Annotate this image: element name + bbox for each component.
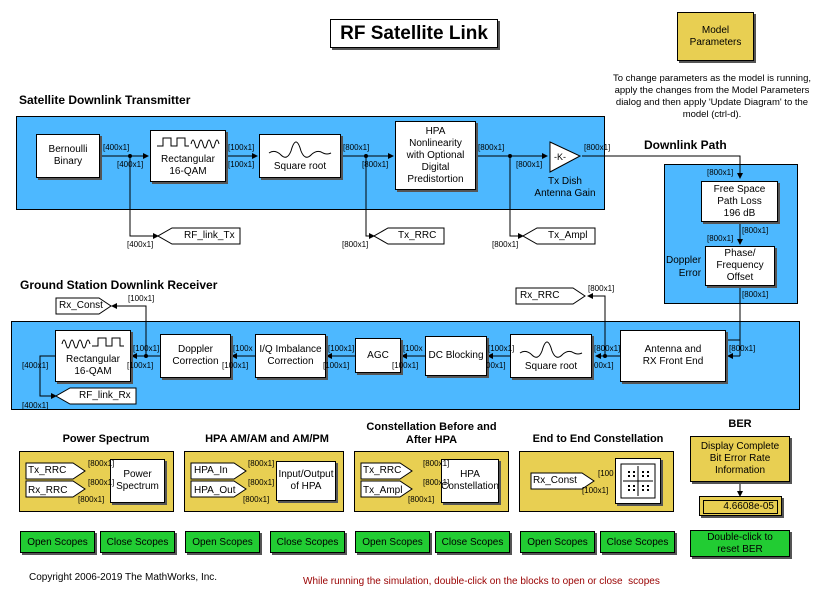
rrc-pulse-icon	[268, 141, 332, 158]
const-open-scopes-button[interactable]: Open Scopes	[355, 531, 430, 553]
ber-header: BER	[728, 418, 752, 430]
qam-demodulator-block[interactable]: Rectangular 16-QAM	[55, 330, 131, 382]
tx-header: Satellite Downlink Transmitter	[19, 93, 191, 107]
hpa-io-scope-block[interactable]: Input/Output of HPA	[276, 461, 336, 501]
from-tx-ampl: Tx_Ampl	[363, 485, 403, 496]
qam-modulator-block[interactable]: Rectangular 16-QAM	[150, 130, 226, 182]
hpa-constellation-header: Constellation Before and After HPA	[366, 421, 497, 446]
goto-tx-rrc[interactable]	[374, 227, 446, 245]
const-close-scopes-button[interactable]: Close Scopes	[435, 531, 510, 553]
free-space-path-loss-block[interactable]: Free Space Path Loss 196 dB	[701, 181, 778, 222]
rx-square-root-block[interactable]: Square root	[510, 334, 592, 378]
goto-tx-ampl[interactable]	[523, 227, 597, 245]
goto-rf-link-rx[interactable]	[56, 387, 138, 405]
constellation-icon	[620, 463, 656, 499]
from-hpa-out: HPA_Out	[194, 485, 236, 496]
downlink-header: Downlink Path	[644, 138, 727, 152]
phase-frequency-offset-block[interactable]: Phase/ Frequency Offset	[705, 246, 775, 286]
goto-rx-rrc[interactable]	[515, 287, 587, 305]
power-open-scopes-button[interactable]: Open Scopes	[20, 531, 95, 553]
doppler-correction-block[interactable]: Doppler Correction	[160, 334, 231, 378]
power-close-scopes-button[interactable]: Close Scopes	[100, 531, 175, 553]
demod-waveform-icon	[61, 337, 124, 349]
from-hpa-in: HPA_In	[194, 465, 228, 476]
from-tx-rrc-2: Tx_RRC	[363, 465, 402, 476]
from-tx-rrc: Tx_RRC	[28, 465, 67, 476]
ber-value: 4.6608e-05	[703, 500, 778, 514]
bernoulli-binary-block[interactable]: Bernoulli Binary	[36, 134, 100, 178]
hpa-amam-header: HPA AM/AM and AM/PM	[205, 433, 329, 445]
rx-rrc-pulse-icon	[519, 341, 583, 358]
tx-gain-block[interactable]: -K-	[548, 140, 584, 174]
iq-imbalance-correction-block[interactable]: I/Q Imbalance Correction	[255, 334, 326, 378]
rx-header: Ground Station Downlink Receiver	[20, 278, 218, 292]
from-rx-rrc: Rx_RRC	[28, 485, 68, 496]
copyright: Copyright 2006-2019 The MathWorks, Inc.	[29, 572, 218, 583]
constellation-scope-block[interactable]	[615, 458, 661, 504]
tx-gain-label: Tx Dish Antenna Gain	[534, 176, 596, 199]
ber-display-block[interactable]: Display Complete Bit Error Rate Informat…	[690, 436, 790, 482]
ber-value-display: 4.6608e-05	[699, 496, 782, 516]
model-parameters-block[interactable]: Model Parameters	[677, 12, 754, 61]
e2e-constellation-header: End to End Constellation	[532, 433, 664, 445]
reset-ber-button[interactable]: Double-click to reset BER	[690, 530, 790, 557]
antenna-rx-front-end-block[interactable]: Antenna and RX Front End	[620, 330, 726, 382]
e2e-close-scopes-button[interactable]: Close Scopes	[600, 531, 675, 553]
goto-rf-link-tx[interactable]	[158, 227, 242, 245]
from-rx-const: Rx_Const	[533, 475, 577, 486]
hpa-open-scopes-button[interactable]: Open Scopes	[185, 531, 260, 553]
agc-block[interactable]: AGC	[355, 338, 401, 373]
page-title: RF Satellite Link	[340, 22, 488, 44]
hpa-close-scopes-button[interactable]: Close Scopes	[270, 531, 345, 553]
goto-rx-const[interactable]	[55, 297, 113, 315]
title-box: RF Satellite Link	[330, 19, 498, 48]
hpa-nonlinearity-block[interactable]: HPA Nonlinearity with Optional Digital P…	[395, 121, 476, 190]
dc-blocking-block[interactable]: DC Blocking	[425, 336, 487, 376]
svg-text:-K-: -K-	[554, 152, 566, 162]
qam-waveform-icon	[157, 137, 220, 149]
tx-square-root-block[interactable]: Square root	[259, 134, 341, 178]
e2e-open-scopes-button[interactable]: Open Scopes	[520, 531, 595, 553]
params-note: To change parameters as the model is run…	[612, 73, 812, 120]
doppler-error-label: Doppler Error	[666, 255, 702, 279]
power-spectrum-header: Power Spectrum	[62, 433, 150, 445]
hpa-constellation-scope-block[interactable]: HPA Constellation	[441, 459, 499, 503]
scope-hint: While running the simulation, double-cli…	[303, 576, 660, 587]
power-spectrum-scope-block[interactable]: Power Spectrum	[110, 459, 165, 503]
